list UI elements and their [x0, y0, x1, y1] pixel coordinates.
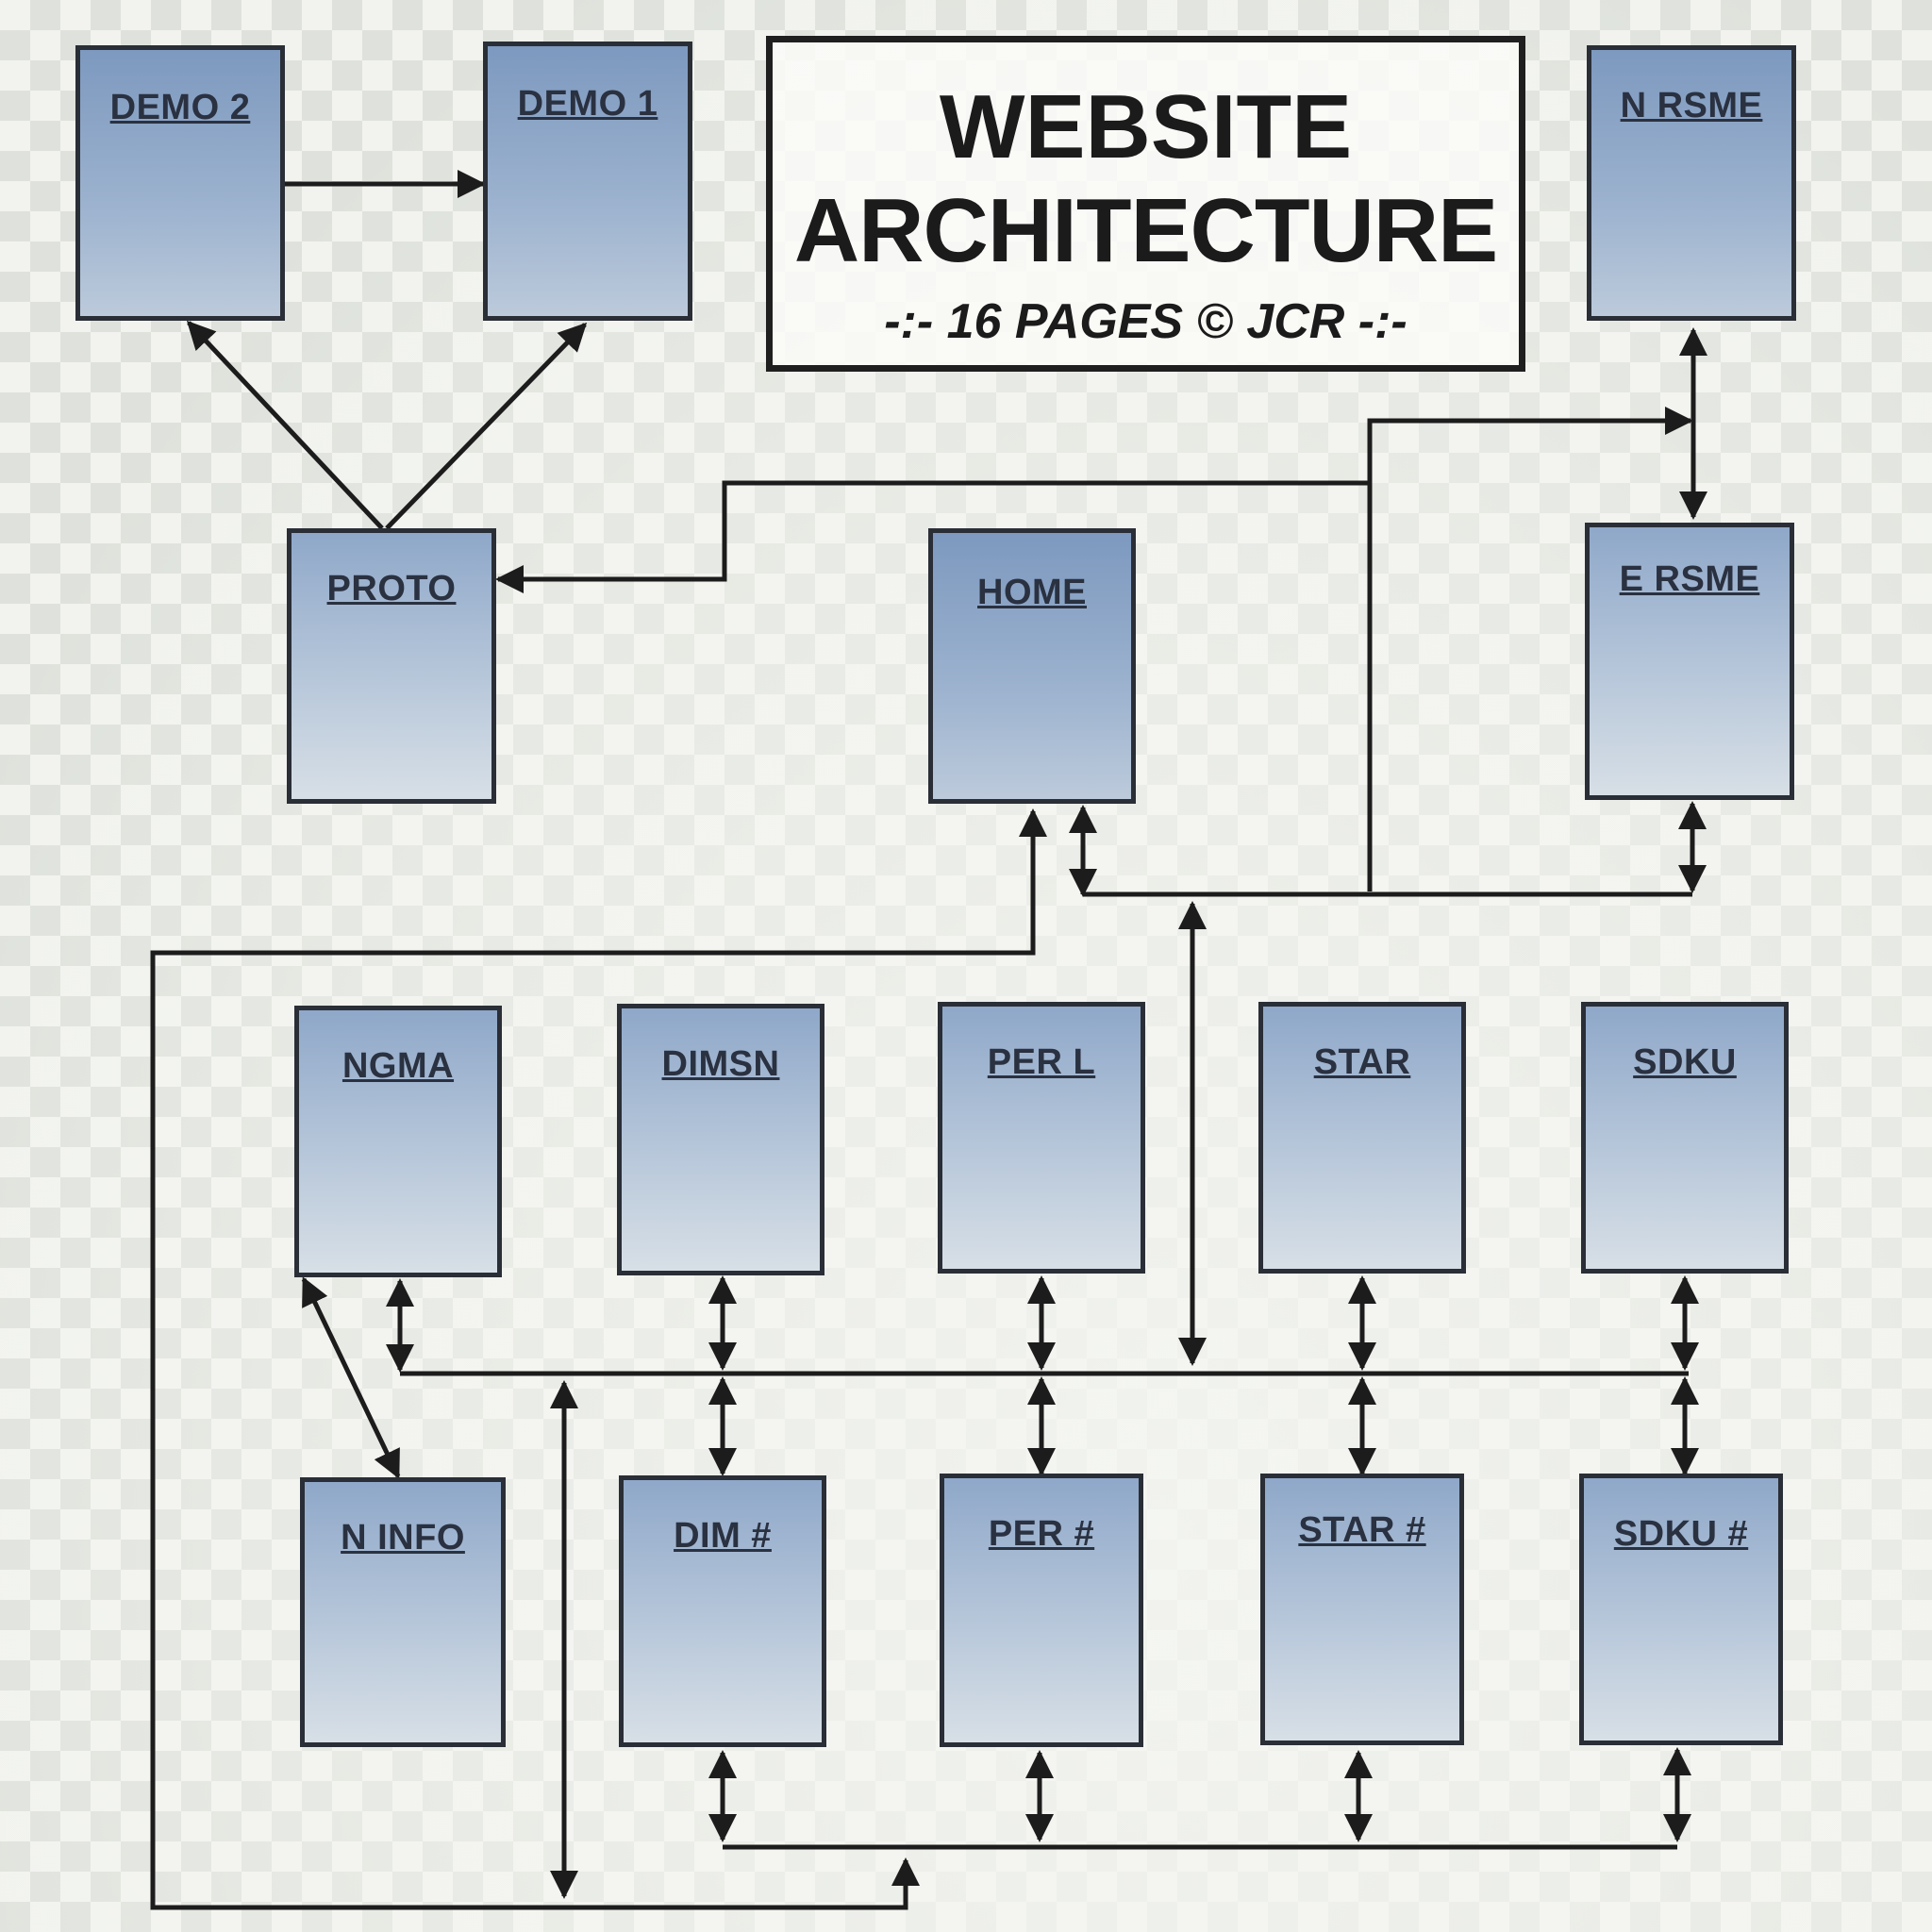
page-ninfo[interactable]: N INFO: [300, 1477, 506, 1747]
page-proto[interactable]: PROTO: [287, 528, 496, 804]
page-dimnum[interactable]: DIM #: [619, 1475, 826, 1747]
page-ersme-label: E RSME: [1619, 559, 1760, 599]
page-sdku[interactable]: SDKU: [1581, 1002, 1789, 1274]
page-proto-label: PROTO: [326, 569, 457, 608]
page-perl[interactable]: PER L: [938, 1002, 1145, 1274]
link-proto-demo2: [186, 320, 384, 530]
page-home[interactable]: HOME: [928, 528, 1136, 804]
title-subheading: ARCHITECTURE: [793, 180, 1498, 281]
page-ninfo-label: N INFO: [341, 1518, 465, 1557]
page-nrsme-label: N RSME: [1620, 86, 1763, 125]
outer-loop: [150, 808, 1047, 1910]
page-ngma[interactable]: NGMA: [294, 1006, 502, 1277]
title-caption: -:- 16 PAGES © JCR -:-: [884, 294, 1407, 349]
link-trunk-to-nrsme: [1367, 407, 1693, 891]
page-dimsn[interactable]: DIMSN: [617, 1004, 824, 1275]
page-demo1[interactable]: DEMO 1: [483, 42, 692, 321]
page-dimsn-label: DIMSN: [661, 1044, 780, 1084]
page-star[interactable]: STAR: [1258, 1002, 1466, 1274]
link-proto-demo1: [385, 322, 588, 530]
page-star-label: STAR: [1313, 1042, 1411, 1082]
page-pernum-label: PER #: [988, 1514, 1095, 1554]
page-demo1-label: DEMO 1: [517, 84, 658, 124]
page-home-label: HOME: [977, 573, 1087, 612]
page-demo2[interactable]: DEMO 2: [75, 45, 285, 321]
page-starnum-label: STAR #: [1298, 1510, 1426, 1550]
page-demo2-label: DEMO 2: [109, 88, 251, 127]
page-ersme[interactable]: E RSME: [1585, 523, 1794, 800]
page-sdku-label: SDKU: [1633, 1042, 1737, 1082]
page-sdkunum-label: SDKU #: [1613, 1514, 1749, 1554]
title-box: WEBSITE ARCHITECTURE -:- 16 PAGES © JCR …: [766, 36, 1525, 372]
page-dimnum-label: DIM #: [674, 1516, 772, 1556]
link-to-proto: [495, 480, 1370, 593]
link-ngma-ninfo: [301, 1276, 401, 1479]
page-starnum[interactable]: STAR #: [1260, 1474, 1464, 1745]
page-sdkunum[interactable]: SDKU #: [1579, 1474, 1783, 1745]
page-perl-label: PER L: [987, 1042, 1096, 1082]
page-ngma-label: NGMA: [341, 1046, 455, 1086]
page-pernum[interactable]: PER #: [940, 1474, 1143, 1747]
page-nrsme[interactable]: N RSME: [1587, 45, 1796, 321]
title-heading: WEBSITE: [939, 76, 1353, 177]
